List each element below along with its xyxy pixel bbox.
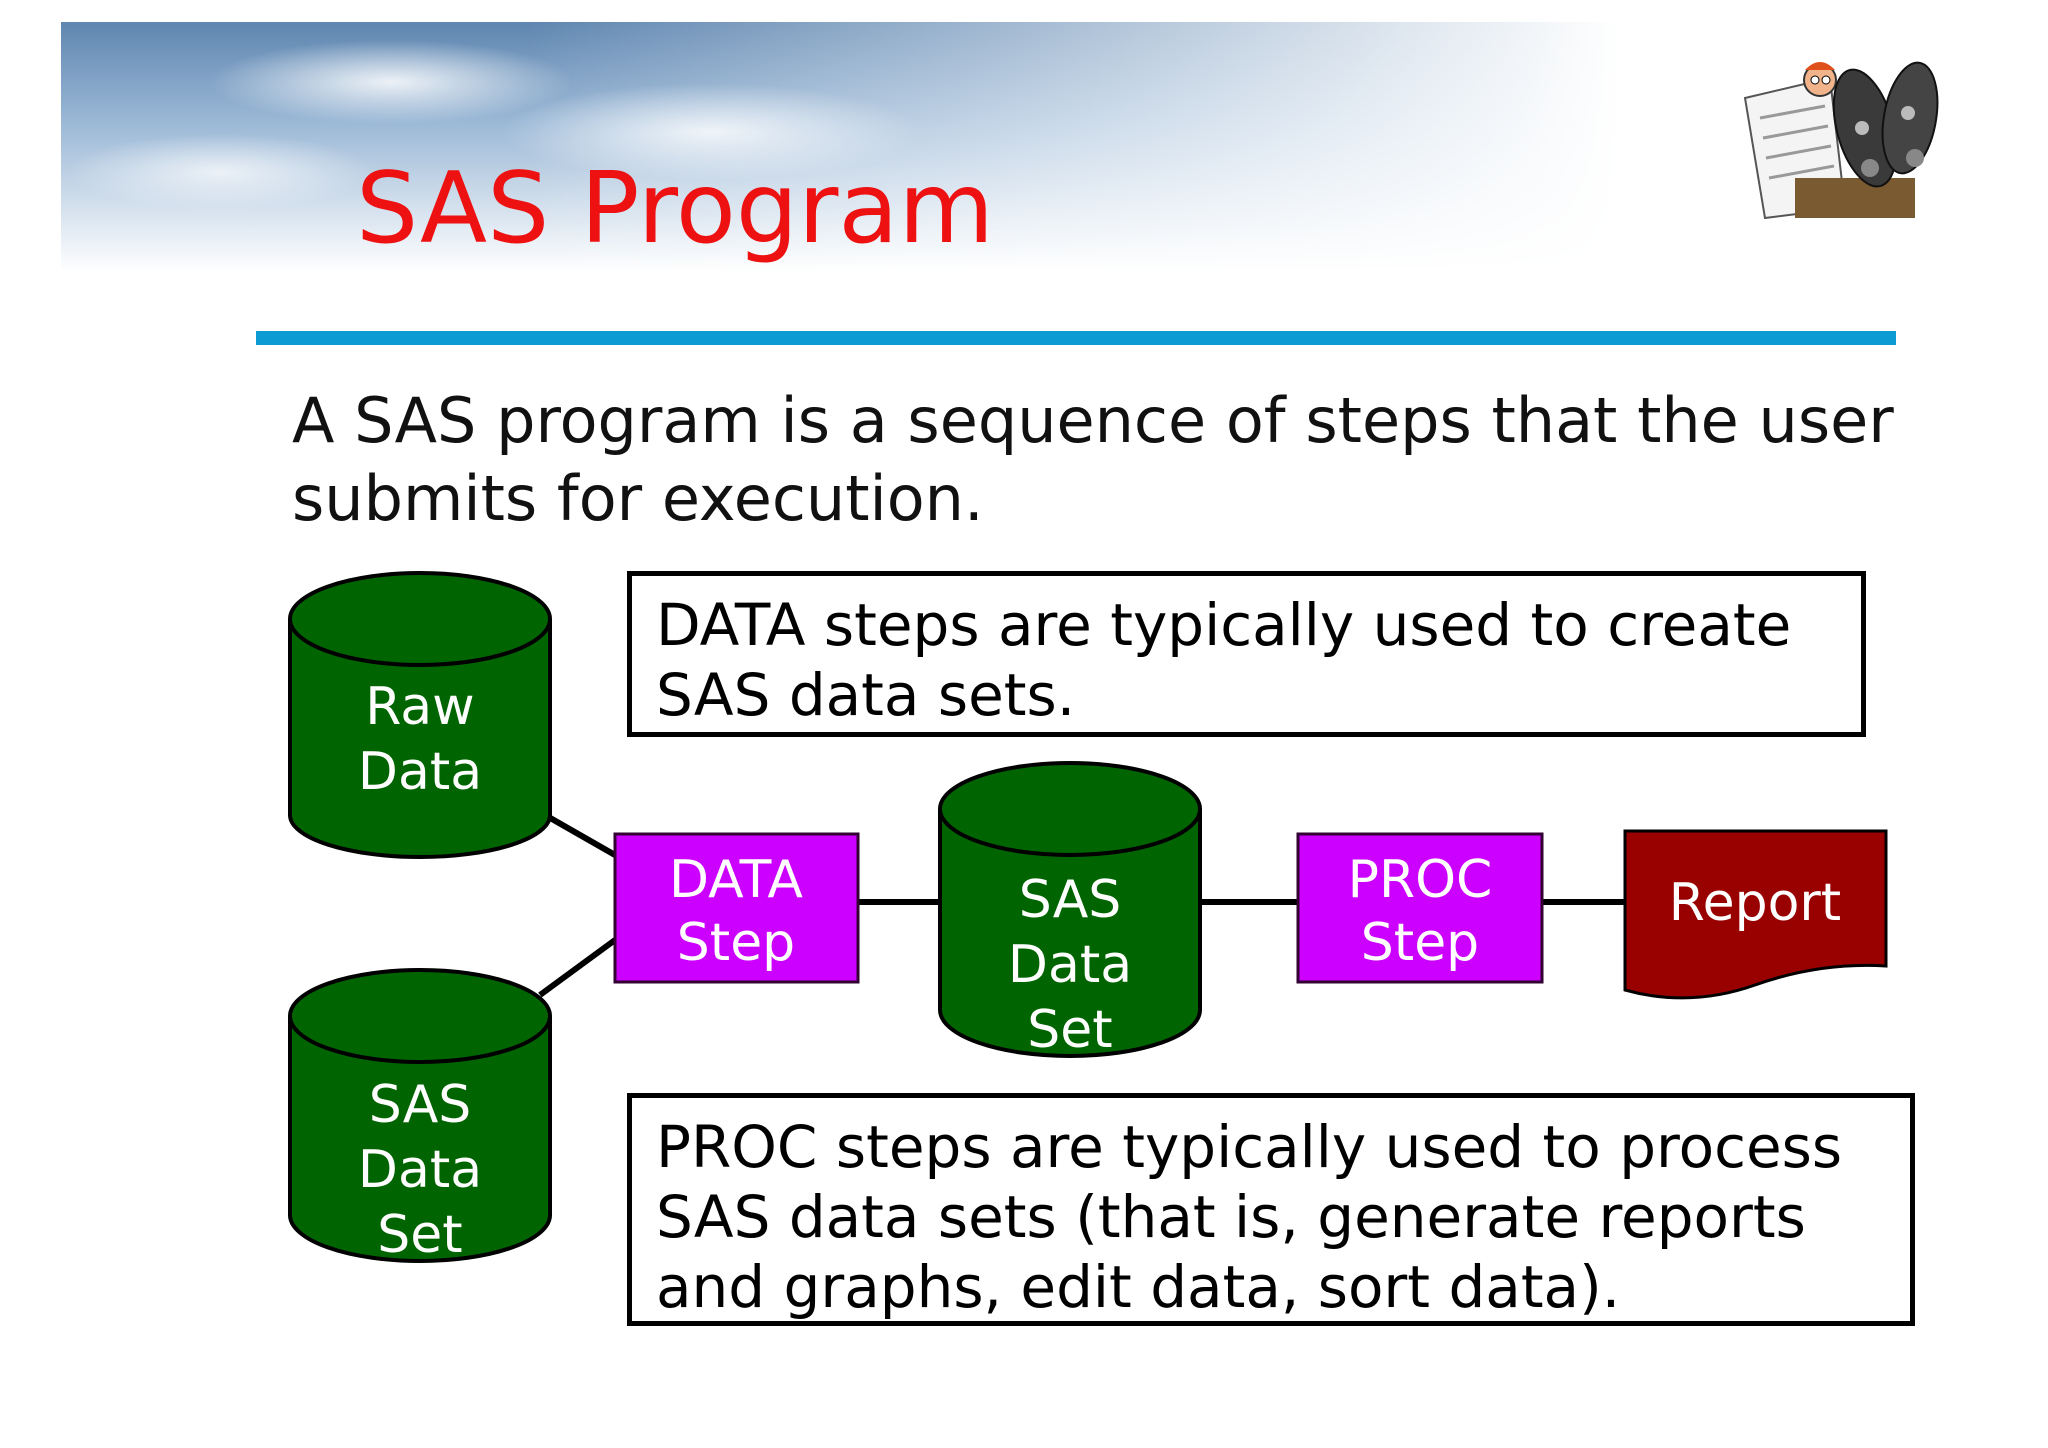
sas-input-label-3: Set bbox=[377, 1205, 462, 1265]
raw-data-cylinder: Raw Data bbox=[288, 571, 552, 859]
slide-title: SAS Program bbox=[356, 152, 994, 266]
sas-input-label-2: Data bbox=[358, 1140, 482, 1200]
report-document: Report bbox=[1623, 829, 1888, 1000]
data-step-box: DATA Step bbox=[613, 832, 860, 984]
proc-step-box: PROC Step bbox=[1296, 832, 1544, 984]
title-rule bbox=[256, 331, 1896, 345]
proc-steps-callout: PROC steps are typically used to process… bbox=[627, 1093, 1915, 1326]
sas-input-label-1: SAS bbox=[369, 1075, 472, 1135]
proc-step-label-1: PROC bbox=[1348, 850, 1493, 910]
proc-step-label-2: Step bbox=[1361, 913, 1479, 973]
report-label: Report bbox=[1669, 873, 1841, 933]
newspaper-reader-icon bbox=[1735, 58, 1950, 233]
sky-banner bbox=[61, 22, 1621, 272]
connector-sasin-to-data bbox=[538, 937, 617, 998]
data-step-label-1: DATA bbox=[669, 850, 803, 910]
intro-text: A SAS program is a sequence of steps tha… bbox=[292, 384, 1894, 535]
data-step-label-2: Step bbox=[677, 913, 795, 973]
raw-data-label-2: Data bbox=[358, 742, 482, 802]
data-steps-callout: DATA steps are typically used to create … bbox=[627, 571, 1866, 737]
sas-middle-label-3: Set bbox=[1027, 1000, 1112, 1060]
sas-middle-label-1: SAS bbox=[1019, 870, 1122, 930]
sas-middle-label-2: Data bbox=[1008, 935, 1132, 995]
sas-data-set-input-cylinder: SAS Data Set bbox=[288, 968, 552, 1265]
sas-data-set-middle-cylinder: SAS Data Set bbox=[938, 761, 1202, 1060]
raw-data-label-1: Raw bbox=[365, 677, 474, 737]
connector-raw-to-data bbox=[543, 812, 617, 858]
